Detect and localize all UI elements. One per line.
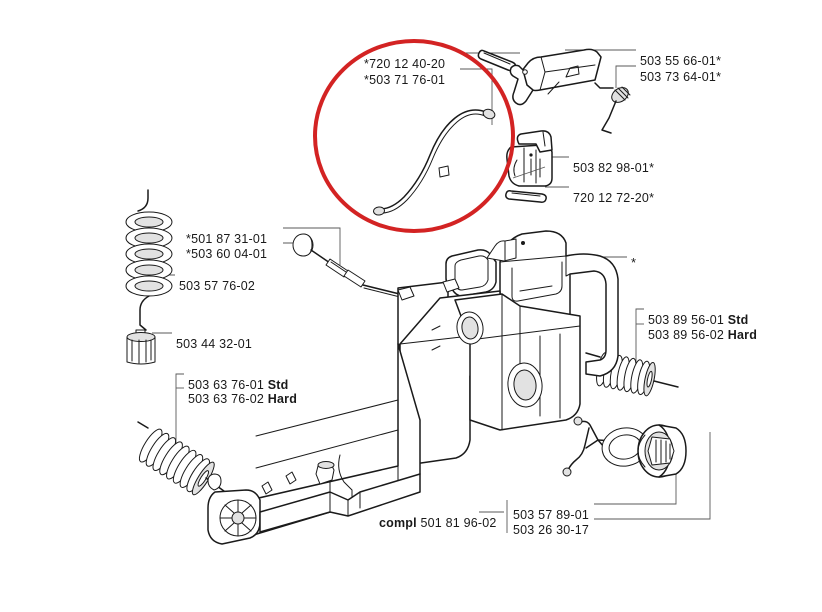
part-variant-suffix: Hard xyxy=(727,328,758,342)
asterisk-footnote-mark: * xyxy=(631,255,637,270)
part-number-label: *503 71 76-01 xyxy=(364,73,445,87)
part-number-label: 503 55 66-01* xyxy=(640,54,721,68)
compl-prefix: compl xyxy=(379,516,421,530)
part-number-label: 503 63 76-01 Std xyxy=(188,378,289,392)
fuel-tank-handle-body xyxy=(207,230,619,545)
part-number-label: 503 57 76-02 xyxy=(179,279,255,293)
part-variant-suffix: Hard xyxy=(267,392,298,406)
part-number-label: 503 82 98-01* xyxy=(573,161,654,175)
fuel-cap-assembly xyxy=(562,416,687,478)
part-number-text: 503 55 66-01* xyxy=(640,54,722,68)
red-circle-annotation xyxy=(313,39,515,233)
part-number-text: *720 12 40-20 xyxy=(364,57,446,71)
part-number-text: 503 57 76-02 xyxy=(179,279,256,293)
part-number-text: 503 82 98-01* xyxy=(573,161,655,175)
rubber-bushing-part xyxy=(126,329,156,365)
part-variant-suffix: Std xyxy=(267,378,289,392)
trigger-spring-part xyxy=(594,82,631,134)
complete-assembly-label: compl 501 81 96-02 xyxy=(379,516,497,530)
part-number-text: 503 89 56-01 xyxy=(648,313,728,327)
part-number-label: 720 12 72-20* xyxy=(573,191,654,205)
part-number-text: 503 57 89-01 xyxy=(513,508,590,522)
compl-part-number: 501 81 96-02 xyxy=(420,516,497,530)
part-number-text: 720 12 72-20* xyxy=(573,191,655,205)
part-number-label: 503 63 76-02 Hard xyxy=(188,392,297,406)
part-number-text: 503 89 56-02 xyxy=(648,328,728,342)
part-number-label: 503 57 89-01 xyxy=(513,508,589,522)
part-number-label: 503 26 30-17 xyxy=(513,523,589,537)
part-number-text: *501 87 31-01 xyxy=(186,232,268,246)
part-number-label: *501 87 31-01 xyxy=(186,232,267,246)
throttle-wire-part xyxy=(373,108,496,216)
part-number-label: 503 89 56-01 Std xyxy=(648,313,749,327)
part-variant-suffix: Std xyxy=(727,313,749,327)
part-number-label: *503 60 04-01 xyxy=(186,247,267,261)
part-number-text: *503 60 04-01 xyxy=(186,247,268,261)
av-spring-front-part xyxy=(137,421,229,496)
part-number-text: 503 73 64-01* xyxy=(640,70,722,84)
part-number-label: *720 12 40-20 xyxy=(364,57,445,71)
part-number-text: 503 63 76-01 xyxy=(188,378,268,392)
part-number-label: 503 73 64-01* xyxy=(640,70,721,84)
part-number-label: 503 44 32-01 xyxy=(176,337,252,351)
leader-lines xyxy=(152,49,711,533)
part-number-text: 503 63 76-02 xyxy=(188,392,268,406)
throttle-trigger-part xyxy=(509,48,602,106)
coil-spring-long-part xyxy=(125,189,173,331)
part-number-text: 503 44 32-01 xyxy=(176,337,253,351)
part-number-label: 503 89 56-02 Hard xyxy=(648,328,757,342)
part-number-text: *503 71 76-01 xyxy=(364,73,446,87)
part-number-text: 503 26 30-17 xyxy=(513,523,590,537)
throttle-lockout-part xyxy=(506,130,553,187)
lockout-pin-part xyxy=(505,190,547,203)
